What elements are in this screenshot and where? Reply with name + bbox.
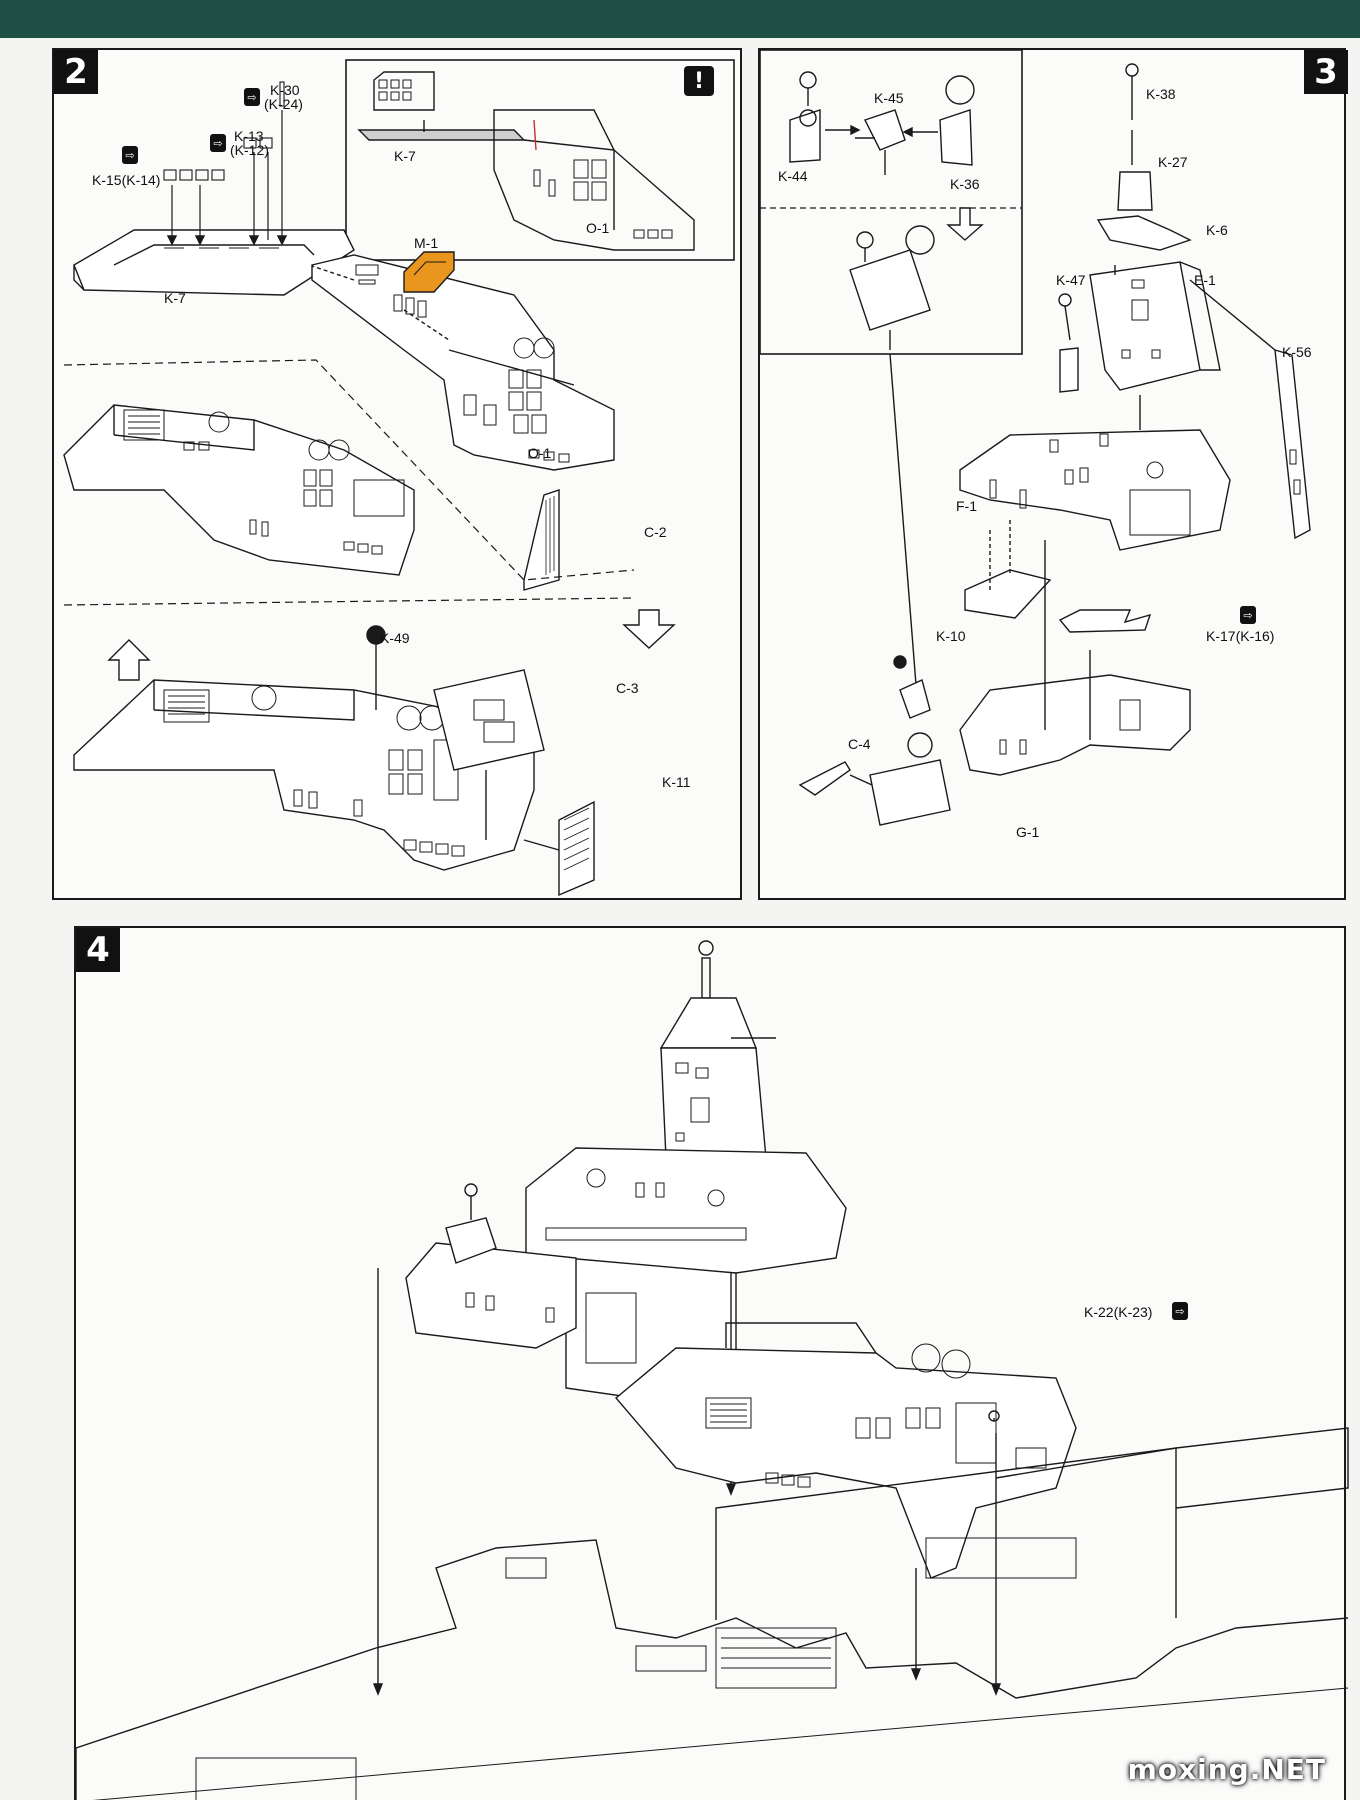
watermark-text: moxing.NET <box>1127 1753 1326 1786</box>
label-k11: K-11 <box>662 774 691 790</box>
label-c4: C-4 <box>848 736 871 752</box>
step-3-badge: 3 <box>1304 50 1348 94</box>
pair-symbol-icon: ⇨ <box>1240 606 1256 624</box>
label-k15: K-15(K-14) <box>92 172 161 188</box>
step-2-drawing <box>63 59 735 897</box>
step-2-badge: 2 <box>54 50 98 94</box>
pair-symbol-icon: ⇨ <box>122 146 138 164</box>
label-k12: (K-12) <box>230 142 269 158</box>
label-e1: E-1 <box>1194 272 1216 288</box>
label-g1: G-1 <box>1016 824 1040 840</box>
label-k45: K-45 <box>874 90 904 106</box>
label-k10: K-10 <box>936 628 966 644</box>
label-c2: C-2 <box>644 524 667 540</box>
pair-symbol-icon: ⇨ <box>210 134 226 152</box>
label-k17: K-17(K-16) <box>1206 628 1275 644</box>
pair-symbol-icon: ⇨ <box>244 88 260 106</box>
label-k6: K-6 <box>1206 222 1228 238</box>
label-o1: O-1 <box>528 445 552 461</box>
label-k24: (K-24) <box>264 96 303 112</box>
label-k7: K-7 <box>164 290 186 306</box>
label-k22: K-22(K-23) <box>1084 1304 1153 1320</box>
header-band <box>0 0 1360 38</box>
label-k36: K-36 <box>950 176 980 192</box>
label-k47: K-47 <box>1056 272 1086 288</box>
warning-icon: ! <box>684 66 714 96</box>
step-4-panel: 4 <box>74 926 1349 1800</box>
step-2-panel: 2 <box>52 48 742 900</box>
label-m1: M-1 <box>414 235 439 251</box>
label-k27: K-27 <box>1158 154 1188 170</box>
label-o1-inset: O-1 <box>586 220 610 236</box>
pair-symbol-icon: ⇨ <box>1172 1302 1188 1320</box>
label-k56: K-56 <box>1282 344 1312 360</box>
step-3-drawing <box>759 49 1311 826</box>
label-f1: F-1 <box>956 498 977 514</box>
label-k44: K-44 <box>778 168 808 184</box>
step-4-drawing <box>75 940 1349 1800</box>
label-k7-inset: K-7 <box>394 148 416 164</box>
step-3-panel: 3 <box>758 48 1348 900</box>
label-k38: K-38 <box>1146 86 1176 102</box>
step-4-badge: 4 <box>76 928 120 972</box>
label-k13: K-13 <box>234 128 264 144</box>
label-k30: K-30 <box>270 82 300 98</box>
label-k49: K-49 <box>380 630 410 646</box>
label-c3: C-3 <box>616 680 639 696</box>
